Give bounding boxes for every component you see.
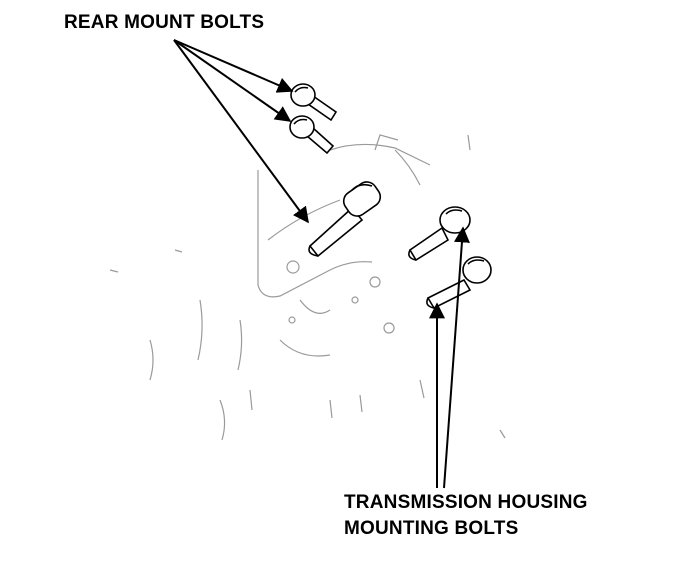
transmission-housing-bolt-upper — [408, 206, 471, 262]
transmission-housing-label-line2: MOUNTING BOLTS — [344, 518, 519, 539]
transmission-housing-bolts-label: TRANSMISSION HOUSING MOUNTING BOLTS — [344, 490, 588, 542]
rear-mount-bolt-long — [308, 181, 382, 258]
rear-mount-bolts-text: REAR MOUNT BOLTS — [64, 12, 265, 33]
transmission-housing-leader-lines — [429, 226, 470, 489]
rear-mount-bolts-label: REAR MOUNT BOLTS — [64, 12, 264, 34]
rear-mount-bolt-lower — [289, 115, 335, 155]
transmission-housing-sketch — [109, 134, 506, 441]
rear-mount-leader-lines — [173, 39, 309, 224]
transmission-housing-label-line1: TRANSMISSION HOUSING — [344, 492, 588, 513]
rear-mount-bolt-upper — [290, 83, 338, 122]
